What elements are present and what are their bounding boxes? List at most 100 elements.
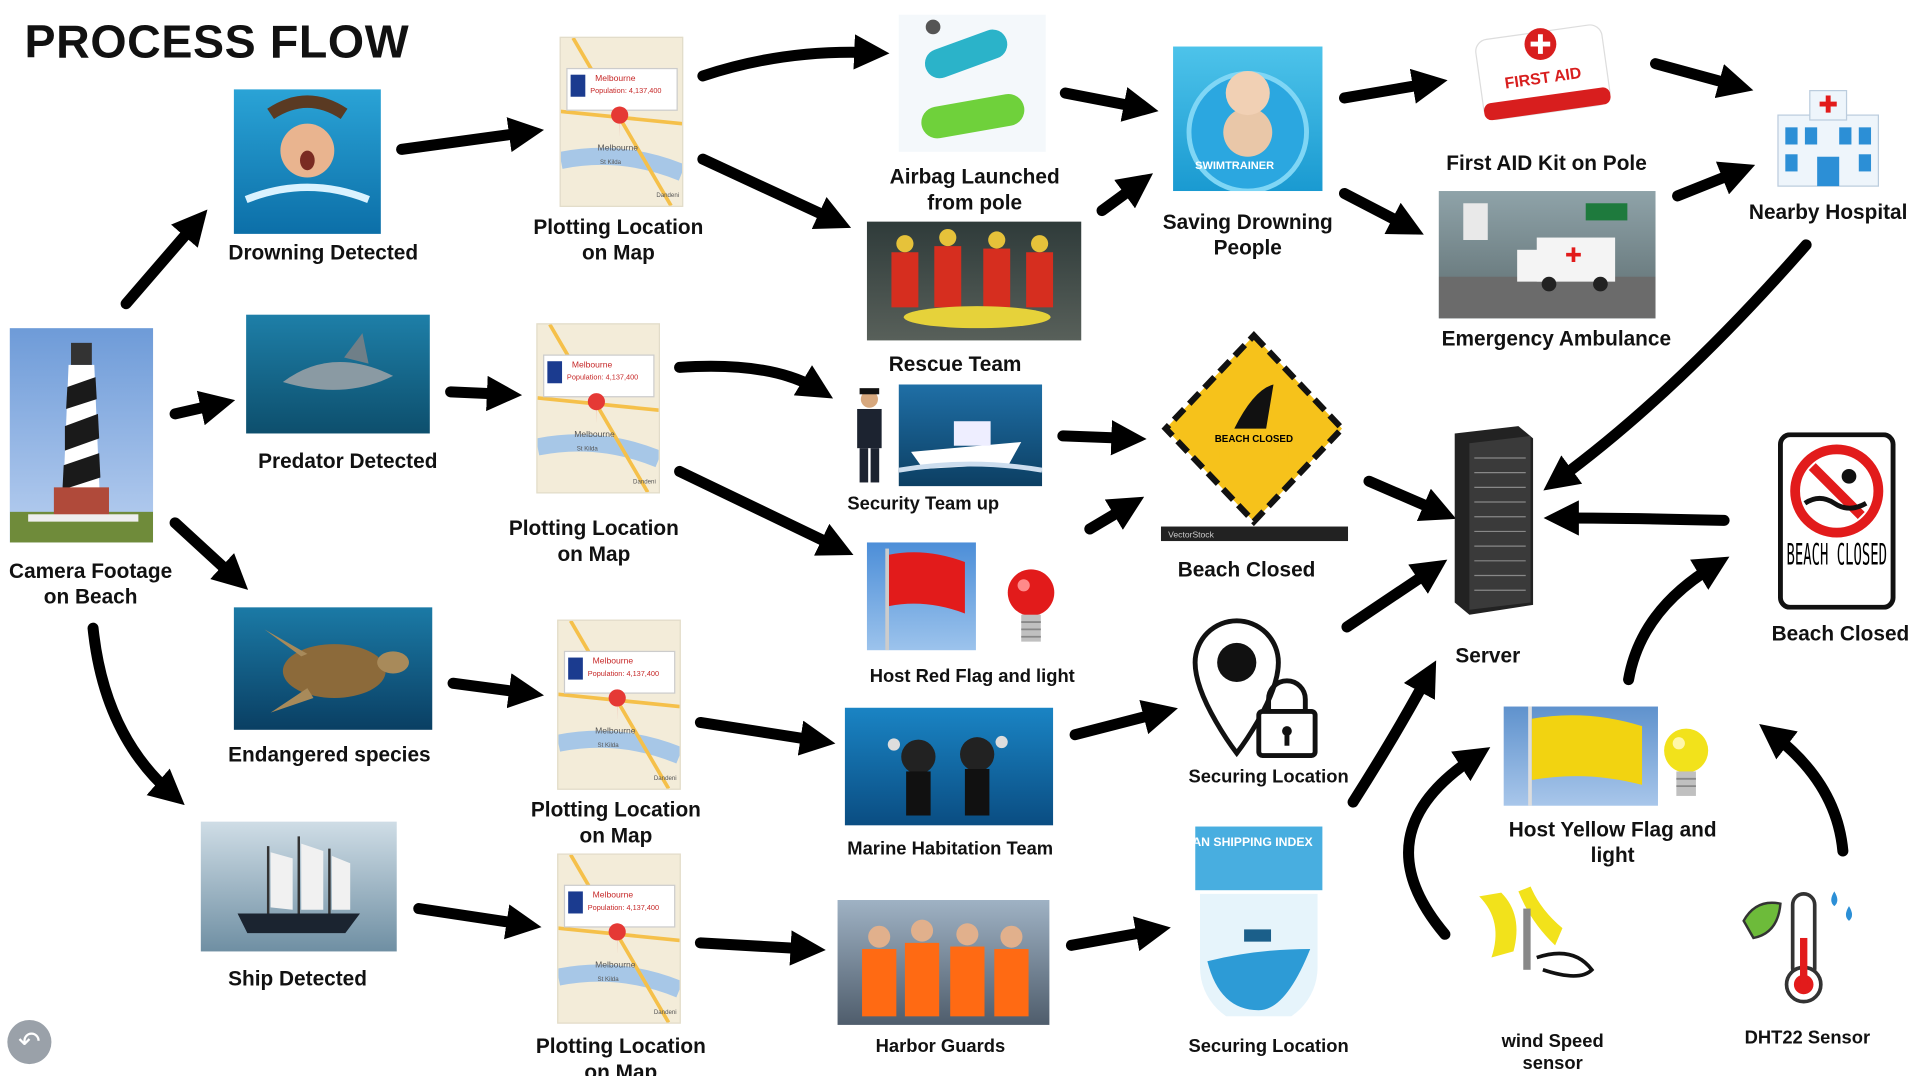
security-team-label: Security Team up: [847, 493, 1000, 515]
map-city-text: Melbourne: [572, 359, 613, 369]
map-label-suburb: St Kilda: [600, 159, 622, 166]
ambulance-image: [1438, 191, 1656, 319]
no-swimming-icon: BEACH CLOSED: [1777, 432, 1896, 610]
plot-text-3: Plotting Location on Map: [530, 798, 701, 848]
lighthouse-image: [9, 328, 154, 543]
securing-location-label-2: Securing Location: [1188, 1035, 1349, 1057]
first-aid-image: FIRST AID: [1467, 10, 1616, 123]
bulb-icon: [1007, 569, 1055, 642]
arrow: [1672, 161, 1756, 202]
yellow-flag-text: Host Yellow Flag and light: [1508, 817, 1717, 867]
arrow: [1363, 475, 1457, 522]
server-icon: [1454, 426, 1534, 615]
arrow: [1096, 173, 1154, 217]
airbag-icon: [921, 19, 1025, 139]
plot-label-2: Plotting Location on Map: [502, 516, 686, 567]
map-pin-icon: [608, 689, 626, 722]
map-population-text: Population: 4,137,400: [588, 669, 659, 678]
shipping-index-image: CLEAN SHIPPING INDEX: [1195, 826, 1323, 1017]
arrow: [120, 209, 208, 310]
camera-footage-text: Camera Footage on Beach: [9, 559, 173, 609]
swim-ring-text: SWIMTRAINER: [1195, 160, 1274, 172]
flag-icon: [885, 548, 965, 651]
map-population-text: Population: 4,137,400: [567, 373, 638, 382]
map-label-suburb: St Kilda: [598, 742, 620, 749]
arrow: [447, 673, 545, 709]
yellow-flag-icon: [1528, 706, 1643, 806]
map-label-city: Melbourne: [598, 143, 639, 153]
first-aid-label: First AID Kit on Pole: [1446, 151, 1647, 176]
arrow: [1069, 699, 1178, 741]
arrow: [697, 153, 852, 230]
boat-image: [898, 384, 1043, 487]
harbor-guards-image: [837, 900, 1050, 1025]
arrow: [674, 465, 854, 556]
saving-label: Saving Drowning People: [1153, 209, 1342, 260]
hospital-label: Nearby Hospital: [1748, 200, 1908, 225]
red-flag-image: [866, 542, 976, 651]
map-city-text: Melbourne: [595, 73, 636, 83]
arrow: [694, 716, 836, 756]
yellow-bulb-image: [1660, 726, 1711, 802]
back-arrow-icon[interactable]: ↶: [7, 1020, 52, 1065]
wind-sensor-icon: [1479, 886, 1595, 978]
arrow: [1084, 496, 1145, 535]
arrow: [1341, 559, 1448, 633]
arrow: [1347, 660, 1437, 808]
ship-image: [200, 821, 397, 952]
plot-text-2: Plotting Location on Map: [508, 516, 679, 566]
child-icon: [244, 95, 370, 204]
plot-label-1: Plotting Location on Map: [527, 214, 711, 265]
vectorstock-text: VectorStock: [1168, 530, 1214, 540]
arrow: [1759, 723, 1849, 857]
arrow: [1338, 187, 1424, 235]
map-pin-icon: [608, 923, 626, 956]
ship-detected-label: Ship Detected: [228, 967, 367, 991]
arrow: [1338, 68, 1448, 104]
arrow: [169, 517, 249, 590]
security-officer-image: [845, 384, 894, 484]
red-bulb-image: [1004, 566, 1059, 649]
map-pin-icon: [587, 393, 605, 425]
ship-icon: [237, 836, 361, 934]
dht-sensor-label: DHT22 Sensor: [1744, 1027, 1871, 1049]
arrow: [413, 903, 542, 940]
endangered-species-label: Endangered species: [228, 743, 431, 767]
arrow: [1543, 500, 1730, 536]
arrow: [445, 375, 523, 412]
ambulance-icon: [1438, 203, 1656, 319]
map-population-text: Population: 4,137,400: [590, 86, 661, 95]
turtle-image: [233, 607, 433, 730]
map-label-suburb: St Kilda: [598, 976, 620, 983]
camera-footage-label: Camera Footage on Beach: [5, 558, 176, 609]
server-label: Server: [1455, 644, 1521, 668]
secure-location-icon-box: [1188, 616, 1325, 760]
rescue-image: [866, 221, 1082, 341]
plot-label-4: Plotting Location on Map: [529, 1033, 713, 1076]
arrow: [674, 360, 834, 399]
airbag-label: Airbag Launched from pole: [872, 164, 1078, 215]
rescue-team-label: Rescue Team: [888, 352, 1022, 376]
map-city-text: Melbourne: [593, 890, 634, 900]
map-pin-icon: [611, 106, 629, 139]
map-city-text: Melbourne: [593, 656, 634, 666]
map-population-text: Population: 4,137,400: [588, 903, 659, 912]
map-label-city: Melbourne: [595, 959, 636, 969]
thermometer-icon: [1742, 891, 1853, 1004]
beach-closed-right-label: Beach Closed: [1771, 622, 1910, 646]
arrow: [1065, 916, 1171, 952]
map-label-dandenong: Dandeni: [656, 192, 679, 199]
first-aid-icon: FIRST AID: [1475, 24, 1611, 121]
airbag-text: Airbag Launched from pole: [889, 165, 1060, 215]
ambulance-label: Emergency Ambulance: [1441, 326, 1672, 351]
marine-team-label: Marine Habitation Team: [847, 838, 1054, 860]
plot-text-1: Plotting Location on Map: [533, 215, 704, 265]
